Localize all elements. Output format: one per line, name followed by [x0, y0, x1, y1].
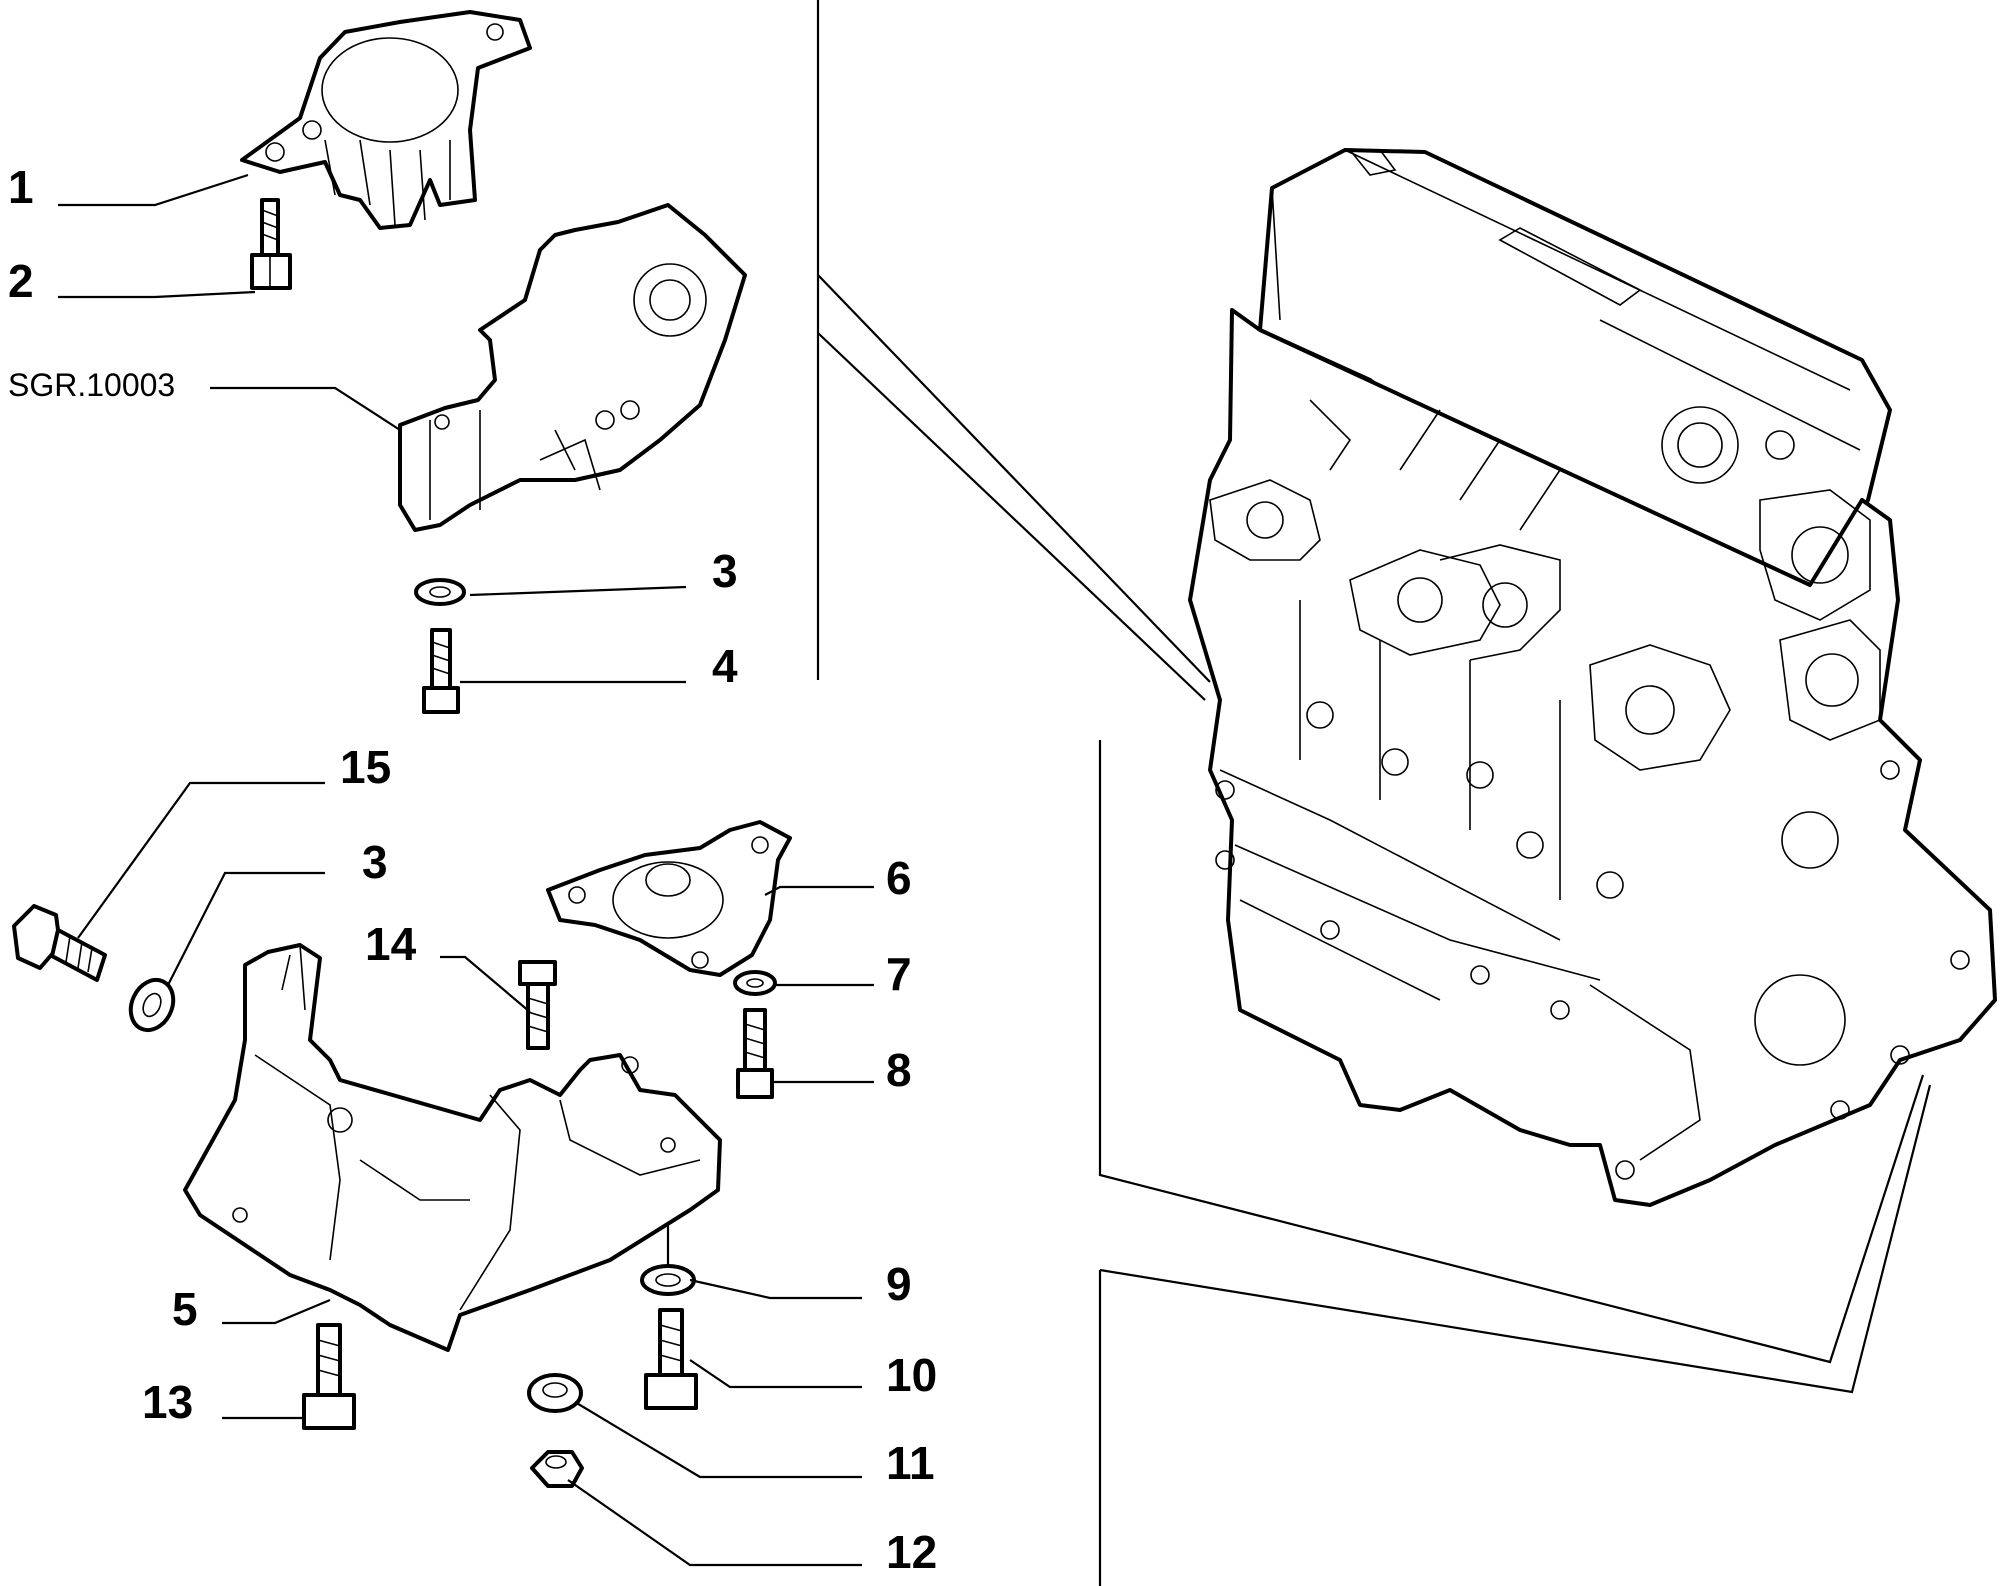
- part-5-bracket: [183, 943, 722, 1352]
- part-2-stud-bolt: [250, 198, 292, 290]
- part-13-bolt: [302, 1323, 356, 1430]
- callout-9: 9: [886, 1258, 912, 1310]
- leader-lines: [58, 173, 874, 1567]
- callout-13: 13: [142, 1376, 193, 1428]
- callout-2: 2: [8, 255, 34, 307]
- callout-3-lower: 3: [362, 836, 388, 888]
- engine-block-illustration: [1188, 148, 1997, 1207]
- callout-12: 12: [886, 1526, 937, 1578]
- part-10-bolt: [644, 1308, 698, 1410]
- part-9-washer: [640, 1264, 696, 1296]
- callout-5: 5: [172, 1283, 198, 1335]
- callout-8: 8: [886, 1044, 912, 1096]
- callout-ref-sgr: SGR.10003: [8, 367, 175, 403]
- part-8-bolt: [736, 1008, 774, 1099]
- part-3-washer-lower: [128, 977, 176, 1033]
- callout-11: 11: [886, 1437, 935, 1489]
- callout-10: 10: [886, 1349, 937, 1401]
- part-14-bolt: [518, 960, 557, 1050]
- callout-labels: 1 2 SGR.10003 3 4 15 3 6 14 7 8 9 5 10 1…: [8, 161, 937, 1578]
- callout-14: 14: [365, 918, 417, 970]
- part-1-engine-mount: [240, 10, 532, 230]
- sgr-bracket: [398, 203, 747, 532]
- part-11-washer: [527, 1373, 583, 1413]
- callout-3-top: 3: [712, 545, 738, 597]
- part-15-bolt: [12, 904, 107, 982]
- part-7-washer: [733, 970, 777, 996]
- callout-7: 7: [886, 948, 912, 1000]
- callout-1: 1: [8, 161, 34, 213]
- part-3-washer-top: [414, 578, 466, 606]
- callout-4: 4: [712, 640, 738, 692]
- divider-lines: [816, 0, 1932, 1586]
- callout-6: 6: [886, 852, 912, 904]
- callout-15: 15: [340, 741, 391, 793]
- part-6-mount-plate: [546, 820, 792, 977]
- part-12-nut: [530, 1450, 584, 1488]
- part-4-bolt-top: [422, 628, 460, 714]
